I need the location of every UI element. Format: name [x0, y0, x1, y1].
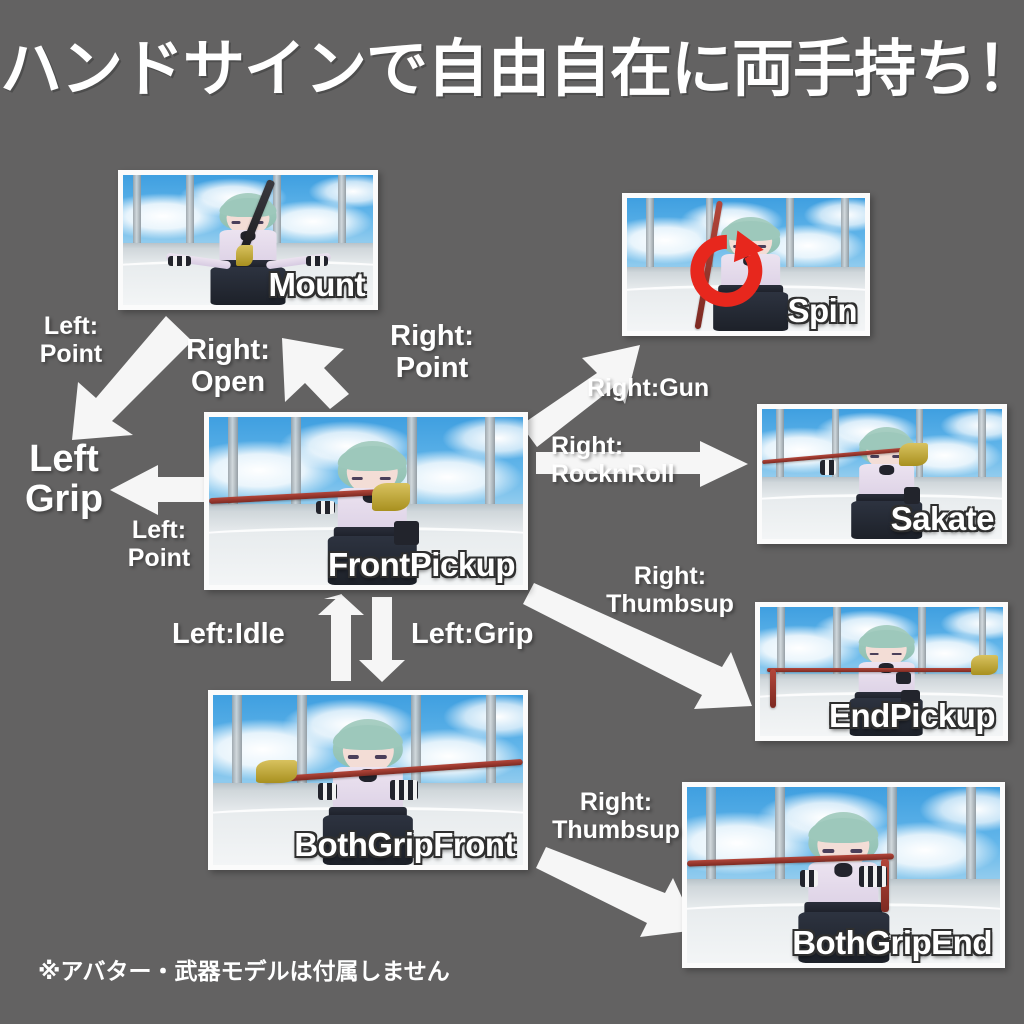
weapon-blade: [372, 482, 410, 512]
edge-label-left-point-mid: Left: Point: [127, 516, 191, 572]
weapon-blade: [256, 759, 297, 784]
avatar-armband: [168, 255, 191, 266]
scene-frontpickup: [209, 417, 523, 585]
avatar: [317, 718, 419, 865]
arrow-frontpickup-to-leftgrip: [110, 465, 205, 515]
scene-sakate: [762, 409, 1002, 539]
avatar: [792, 811, 895, 963]
window-mullion: [777, 607, 785, 682]
window-mullion: [786, 198, 795, 276]
window-mullion: [705, 787, 716, 890]
edge-label-right-open: Right: Open: [186, 334, 270, 399]
window-mullion: [774, 787, 785, 890]
edge-label-right-point: Right: Point: [390, 320, 474, 385]
window-mullion: [978, 409, 986, 485]
window-mullion: [485, 417, 496, 515]
window-mullion: [273, 175, 281, 251]
weapon-blade: [235, 245, 253, 266]
state-card-mount[interactable]: Mount: [118, 170, 378, 310]
weapon-butt: [769, 668, 777, 708]
window-mullion: [290, 417, 301, 515]
window-mullion: [406, 417, 417, 515]
window-mullion: [776, 409, 785, 485]
avatar-armband: [859, 866, 888, 888]
state-caption-endpickup: EndPickup: [828, 697, 996, 735]
arrow-frontpickup-to-bothgripfront: [359, 597, 405, 682]
window-mullion: [917, 607, 926, 682]
state-card-spin[interactable]: Spin: [622, 193, 870, 336]
arrow-bothgripfront-to-frontpickup: [318, 594, 364, 681]
avatar-glove: [896, 671, 911, 685]
weapon-bar: [767, 667, 996, 672]
window-mullion: [887, 787, 898, 890]
page-title: ハンドサインで自由自在に両手持ち！: [0, 32, 1024, 105]
window-mullion: [485, 695, 496, 794]
edge-label-right-gun: Right:Gun: [587, 374, 710, 402]
state-card-bothgripend[interactable]: BothGripEnd: [682, 782, 1005, 968]
footer-note: ※アバター・武器モデルは付属しません: [38, 959, 450, 985]
window-mullion: [978, 607, 987, 682]
window-mullion: [296, 695, 307, 794]
edge-label-right-thumbsup-b: Right: Thumbsup: [552, 788, 680, 844]
state-caption-bothgripfront: BothGripFront: [294, 826, 515, 864]
scene-endpickup: [760, 607, 1003, 736]
avatar-glove: [394, 521, 420, 545]
window-mullion: [185, 175, 194, 251]
window-mullion: [338, 175, 346, 251]
avatar-armband: [315, 501, 335, 515]
edge-label-left-grip: Left:Grip: [411, 618, 534, 650]
avatar-glove: [903, 487, 921, 504]
window-mullion: [965, 787, 976, 890]
window-mullion: [227, 417, 238, 515]
state-caption-spin: Spin: [787, 292, 858, 330]
circular-rotate-arrow-icon: [690, 230, 764, 308]
arrow-frontpickup-to-mount-open: [282, 338, 349, 409]
state-caption-mount: Mount: [268, 266, 366, 304]
state-caption-sakate: Sakate: [890, 500, 995, 538]
state-card-frontpickup[interactable]: FrontPickup: [204, 412, 528, 590]
avatar-armband: [305, 255, 328, 266]
edge-label-left-point-top: Left: Point: [39, 312, 103, 368]
scene-spin: [627, 198, 865, 331]
window-mullion: [133, 175, 141, 251]
avatar-armband: [799, 869, 819, 888]
window-mullion: [705, 198, 714, 276]
state-card-bothgripfront[interactable]: BothGripFront: [208, 690, 528, 870]
state-caption-frontpickup: FrontPickup: [327, 546, 516, 584]
weapon-blade: [898, 442, 928, 467]
avatar-armband: [819, 459, 837, 476]
window-mullion: [831, 409, 840, 485]
scene-bothgripfront: [213, 695, 523, 865]
edge-label-right-rocknroll: Right: RocknRoll: [551, 432, 675, 488]
edge-label-left-idle: Left:Idle: [172, 618, 285, 650]
avatar-glove: [900, 689, 921, 707]
window-mullion: [832, 607, 841, 682]
state-card-sakate[interactable]: Sakate: [757, 404, 1007, 544]
weapon-blade: [971, 654, 999, 676]
state-card-endpickup[interactable]: EndPickup: [755, 602, 1008, 741]
window-mullion: [646, 198, 654, 276]
avatar-armband: [389, 780, 418, 801]
arrow-bothgripfront-to-bothgripend: [536, 847, 697, 937]
scene-mount: [123, 175, 373, 305]
window-mullion: [411, 695, 422, 794]
window-mullion: [231, 695, 242, 794]
avatar-armband: [318, 783, 337, 801]
scene-bothgripend: [687, 787, 1000, 963]
state-caption-bothgripend: BothGripEnd: [792, 924, 992, 962]
window-mullion: [841, 198, 849, 276]
state-node-leftgrip[interactable]: Left Grip: [24, 438, 104, 520]
edge-label-right-thumbsup-a: Right: Thumbsup: [606, 562, 734, 618]
